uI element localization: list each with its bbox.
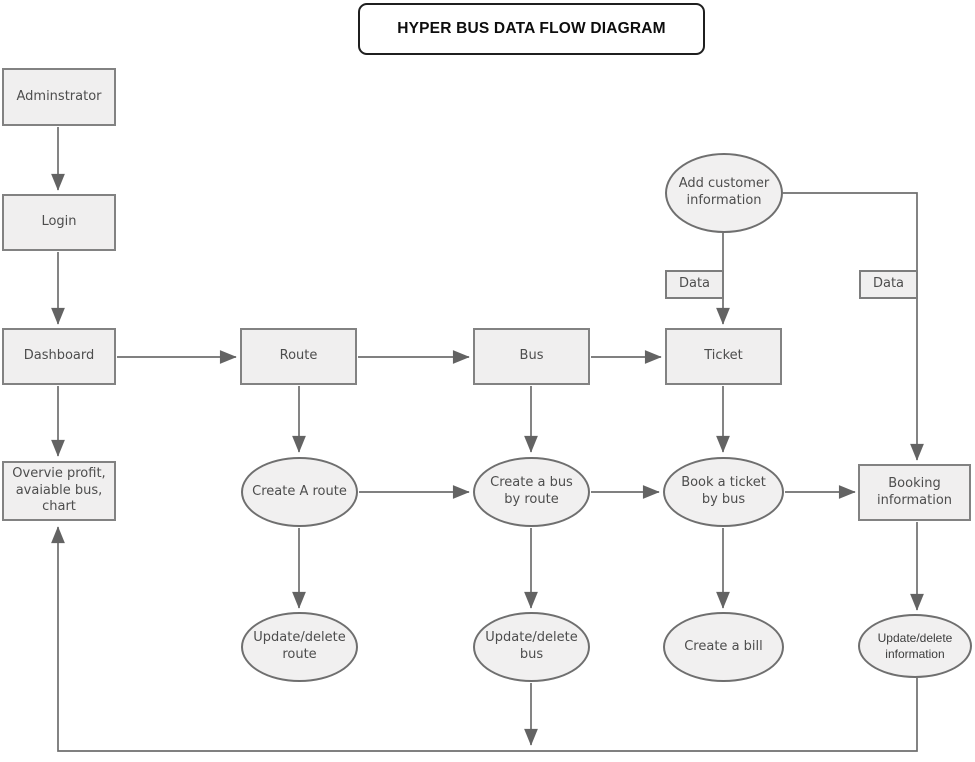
node-overview-profit: Overvie profit, avaiable bus, chart <box>2 461 116 521</box>
edge-update-info-overview-feedback <box>51 526 918 752</box>
node-adminstrator: Adminstrator <box>2 68 116 126</box>
node-update-delete-route: Update/delete route <box>241 612 358 682</box>
node-update-delete-information: Update/delete information <box>858 614 972 678</box>
node-dashboard: Dashboard <box>2 328 116 385</box>
edge-add-customer-booking-info <box>783 192 924 461</box>
node-booking-information: Booking information <box>858 464 971 521</box>
node-update-delete-bus: Update/delete bus <box>473 612 590 682</box>
node-book-ticket-by-bus: Book a ticket by bus <box>663 457 784 527</box>
diagram-title: HYPER BUS DATA FLOW DIAGRAM <box>358 3 705 55</box>
node-create-a-route: Create A route <box>241 457 358 527</box>
node-create-bus-by-route: Create a bus by route <box>473 457 590 527</box>
node-add-customer-information: Add customer information <box>665 153 783 233</box>
node-route: Route <box>240 328 357 385</box>
node-create-a-bill: Create a bill <box>663 612 784 682</box>
node-login: Login <box>2 194 116 251</box>
node-data-store-right: Data <box>859 270 918 299</box>
node-ticket: Ticket <box>665 328 782 385</box>
node-data-store-left: Data <box>665 270 724 299</box>
node-bus: Bus <box>473 328 590 385</box>
